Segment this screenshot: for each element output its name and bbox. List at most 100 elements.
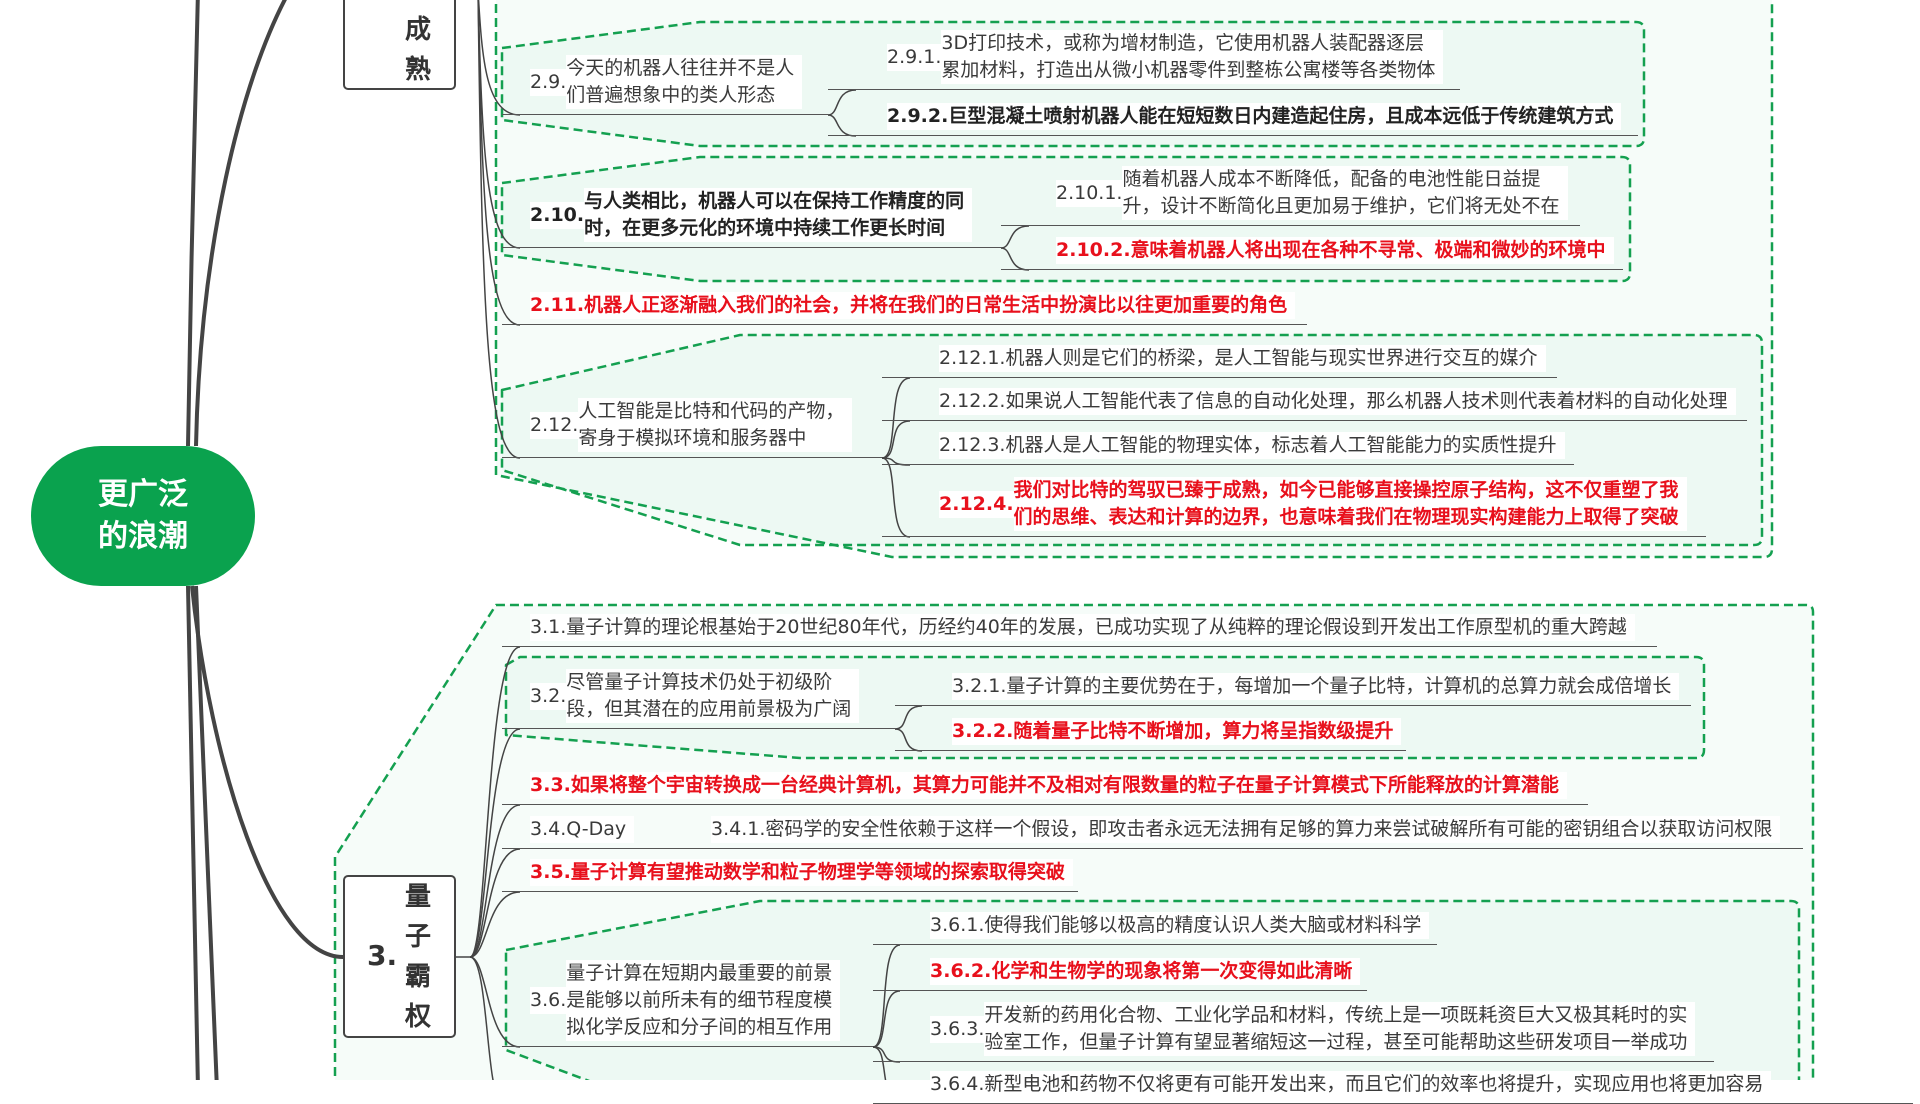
branch-3-number: 3. [367, 939, 398, 972]
topic-number: 2.12.3. [939, 432, 1006, 459]
topic-text: 验室工作，但量子计算有望显著缩短这一过程，甚至可能帮助这些研发项目一举成功 [984, 1031, 1688, 1053]
root-link-branch-3 [190, 585, 344, 959]
topic-number: 2.9.1. [887, 43, 942, 71]
topic-2-12-2[interactable]: 2.12.2. 如果说人工智能代表了信息的自动化处理，那么机器人技术则代表着材料… [882, 388, 1747, 421]
topic-text: 新型电池和药物不仅将更有可能开发出来，而且它们的效率也将提升，实现应用也将更加容… [984, 1073, 1764, 1095]
branch-3-char: 量 [405, 882, 432, 912]
topic-text: 寄身于模拟环境和服务器中 [578, 427, 807, 449]
topic-3-6-3[interactable]: 3.6.3. 开发新的药用化合物、工业化学品和材料，传统上是一项既耗资巨大又极其… [873, 1002, 1714, 1062]
root-topic-line: 更广泛 [98, 477, 188, 512]
root-link-down-2 [194, 585, 219, 1080]
group-boundary-3-6 [504, 899, 1801, 1080]
topic-text: 随着量子比特不断增加，算力将呈指数级提升 [1013, 720, 1394, 742]
topic-number: 2.12.4. [939, 490, 1014, 518]
topic-text: 使得我们能够以极高的精度认识人类大脑或材料科学 [984, 914, 1422, 936]
topic-2-10[interactable]: 2.10. 与人类相比，机器人可以在保持工作精度的同时，在更多元化的环境中持续工… [502, 188, 1001, 248]
branch-3-char: 霸 [405, 962, 432, 992]
branch-2-char: 成 [405, 15, 432, 45]
topic-text: 量子计算的理论根基始于20世纪80年代，历经约40年的发展，已成功实现了从纯粹的… [566, 616, 1627, 638]
topic-number: 3.4.1. [711, 816, 766, 843]
topic-3-5[interactable]: 3.5. 量子计算有望推动数学和粒子物理学等领域的探索取得突破 [502, 859, 1078, 892]
topic-number: 2.9.2. [887, 103, 949, 130]
topic-3-3[interactable]: 3.3. 如果将整个宇宙转换成一台经典计算机，其算力可能并不及相对有限数量的粒子… [502, 772, 1588, 805]
topic-text: 我们对比特的驾驭已臻于成熟，如今已能够直接操控原子结构，这不仅重塑了我 [1013, 479, 1679, 501]
topic-3-4-1[interactable]: 3.4.1. 密码学的安全性依赖于这样一个假设，即攻击者永远无法拥有足够的算力来… [682, 816, 1803, 849]
branch-3-topic[interactable]: 3. 量 子 霸 权 [343, 875, 456, 1038]
topic-number: 2.12. [530, 411, 579, 439]
topic-number: 3.2. [530, 682, 567, 710]
topic-3-4[interactable]: 3.4. Q-Day [502, 816, 682, 849]
topic-2-11[interactable]: 2.11. 机器人正逐渐融入我们的社会，并将在我们的日常生活中扮演比以往更加重要… [502, 292, 1307, 325]
branch-3-char: 权 [405, 1002, 432, 1032]
topic-text: 化学和生物学的现象将第一次变得如此清晰 [991, 960, 1353, 982]
topic-number: 2.10.2. [1056, 237, 1131, 264]
topic-2-12-1[interactable]: 2.12.1. 机器人则是它们的桥梁，是人工智能与现实世界进行交互的媒介 [882, 345, 1557, 378]
topic-text: 人工智能是比特和代码的产物， [578, 400, 845, 422]
topic-text: 意味着机器人将出现在各种不寻常、极端和微妙的环境中 [1130, 239, 1606, 261]
topic-number: 3.2.2. [952, 718, 1014, 745]
topic-text: 如果说人工智能代表了信息的自动化处理，那么机器人技术则代表着材料的自动化处理 [1005, 390, 1728, 412]
topic-number: 3.6.1. [930, 912, 985, 939]
topic-text: 累加材料，打造出从微小机器零件到整栋公寓楼等各类物体 [941, 59, 1436, 81]
topic-2-12-4[interactable]: 2.12.4. 我们对比特的驾驭已臻于成熟，如今已能够直接操控原子结构，这不仅重… [882, 477, 1706, 537]
topic-text: 如果将整个宇宙转换成一台经典计算机，其算力可能并不及相对有限数量的粒子在量子计算… [570, 774, 1559, 796]
group-boundary-2-12 [500, 333, 1764, 547]
topic-3-2[interactable]: 3.2. 尽管量子计算技术仍处于初级阶段，但其潜在的应用前景极为广阔 [502, 669, 895, 729]
topic-text: 3D打印技术，或称为增材制造，它使用机器人装配器逐层 [941, 32, 1425, 54]
topic-2-10-1[interactable]: 2.10.1. 随着机器人成本不断降低，配备的电池性能日益提升，设计不断简化且更… [1001, 166, 1580, 226]
group-boundary-2-9 [500, 20, 1646, 148]
topic-text: 机器人正逐渐融入我们的社会，并将在我们的日常生活中扮演比以往更加重要的角色 [584, 294, 1288, 316]
topic-text: 机器人则是它们的桥梁，是人工智能与现实世界进行交互的媒介 [1005, 347, 1538, 369]
topic-3-6-1[interactable]: 3.6.1. 使得我们能够以极高的精度认识人类大脑或材料科学 [873, 912, 1437, 945]
topic-text: 与人类相比，机器人可以在保持工作精度的同 [584, 190, 965, 212]
topic-2-9-2[interactable]: 2.9.2. 巨型混凝土喷射机器人能在短短数日内建造起住房，且成本远低于传统建筑… [828, 103, 1638, 136]
topic-number: 3.6.2. [930, 958, 992, 985]
topic-3-6-2[interactable]: 3.6.2. 化学和生物学的现象将第一次变得如此清晰 [873, 958, 1367, 991]
topic-text: 们普遍想象中的类人形态 [566, 84, 776, 106]
topic-text: 段，但其潜在的应用前景极为广阔 [566, 698, 852, 720]
root-topic-line: 的浪潮 [98, 519, 188, 554]
topic-2-9-1[interactable]: 2.9.1. 3D打印技术，或称为增材制造，它使用机器人装配器逐层累加材料，打造… [828, 30, 1460, 90]
group-boundary-3-2 [504, 655, 1706, 760]
topic-3-1[interactable]: 3.1. 量子计算的理论根基始于20世纪80年代，历经约40年的发展，已成功实现… [502, 614, 1657, 647]
topic-2-12-3[interactable]: 2.12.3. 机器人是人工智能的物理实体，标志着人工智能能力的实质性提升 [882, 432, 1574, 465]
topic-text: 巨型混凝土喷射机器人能在短短数日内建造起住房，且成本远低于传统建筑方式 [948, 105, 1614, 127]
branch-2-topic[interactable]: 成 熟 [343, 0, 456, 90]
topic-text: 密码学的安全性依赖于这样一个假设，即攻击者永远无法拥有足够的算力来尝试破解所有可… [765, 818, 1773, 840]
topic-text: 尽管量子计算技术仍处于初级阶 [566, 671, 833, 693]
topic-number: 2.11. [530, 292, 585, 319]
topic-number: 3.5. [530, 859, 571, 886]
topic-number: 3.1. [530, 614, 567, 641]
topic-number: 2.12.1. [939, 345, 1006, 372]
topic-2-9[interactable]: 2.9. 今天的机器人往往并不是人们普遍想象中的类人形态 [502, 55, 828, 115]
topic-text: 拟化学反应和分子间的相互作用 [566, 1016, 833, 1038]
topic-number: 3.2.1. [952, 673, 1007, 700]
topic-text: 量子计算在短期内最重要的前景 [566, 962, 833, 984]
topic-text: 随着机器人成本不断降低，配备的电池性能日益提 [1122, 168, 1541, 190]
branch-3-char: 子 [405, 922, 432, 952]
topic-number: 3.4. [530, 816, 567, 843]
topic-text: 量子计算的主要优势在于，每增加一个量子比特，计算机的总算力就会成倍增长 [1006, 675, 1672, 697]
topic-text: 们的思维、表达和计算的边界，也意味着我们在物理现实构建能力上取得了突破 [1013, 506, 1679, 528]
group-boundary-2-10 [500, 155, 1632, 283]
topic-text: 是能够以前所未有的细节程度模 [566, 989, 833, 1011]
topic-number: 3.3. [530, 772, 571, 799]
topic-3-2-2[interactable]: 3.2.2. 随着量子比特不断增加，算力将呈指数级提升 [895, 718, 1406, 751]
topic-3-6-4[interactable]: 3.6.4. 新型电池和药物不仅将更有可能开发出来，而且它们的效率也将提升，实现… [873, 1071, 1913, 1104]
topic-3-2-1[interactable]: 3.2.1. 量子计算的主要优势在于，每增加一个量子比特，计算机的总算力就会成倍… [895, 673, 1691, 706]
topic-number: 2.9. [530, 68, 567, 96]
topic-3-6[interactable]: 3.6. 量子计算在短期内最重要的前景是能够以前所未有的细节程度模拟化学反应和分… [502, 960, 873, 1047]
topic-2-12[interactable]: 2.12. 人工智能是比特和代码的产物， 寄身于模拟环境和服务器中 [502, 398, 882, 458]
topic-text: Q-Day [566, 818, 627, 840]
topic-number: 2.12.2. [939, 388, 1006, 415]
topic-2-10-2[interactable]: 2.10.2. 意味着机器人将出现在各种不寻常、极端和微妙的环境中 [1001, 237, 1623, 270]
group-boundary-branch-3 [333, 603, 1815, 1080]
topic-text: 开发新的药用化合物、工业化学品和材料，传统上是一项既耗资巨大又极其耗时的实 [984, 1004, 1688, 1026]
topic-text: 时，在更多元化的环境中持续工作更长时间 [584, 217, 946, 239]
mindmap-connectors [186, 0, 1815, 1080]
root-link-up-1 [186, 0, 200, 447]
topic-text: 机器人是人工智能的物理实体，标志着人工智能能力的实质性提升 [1005, 434, 1557, 456]
group-boundary-branch-2 [494, 0, 1774, 559]
root-link-up-2 [194, 0, 287, 447]
root-topic[interactable]: 更广泛 的浪潮 [31, 446, 255, 586]
